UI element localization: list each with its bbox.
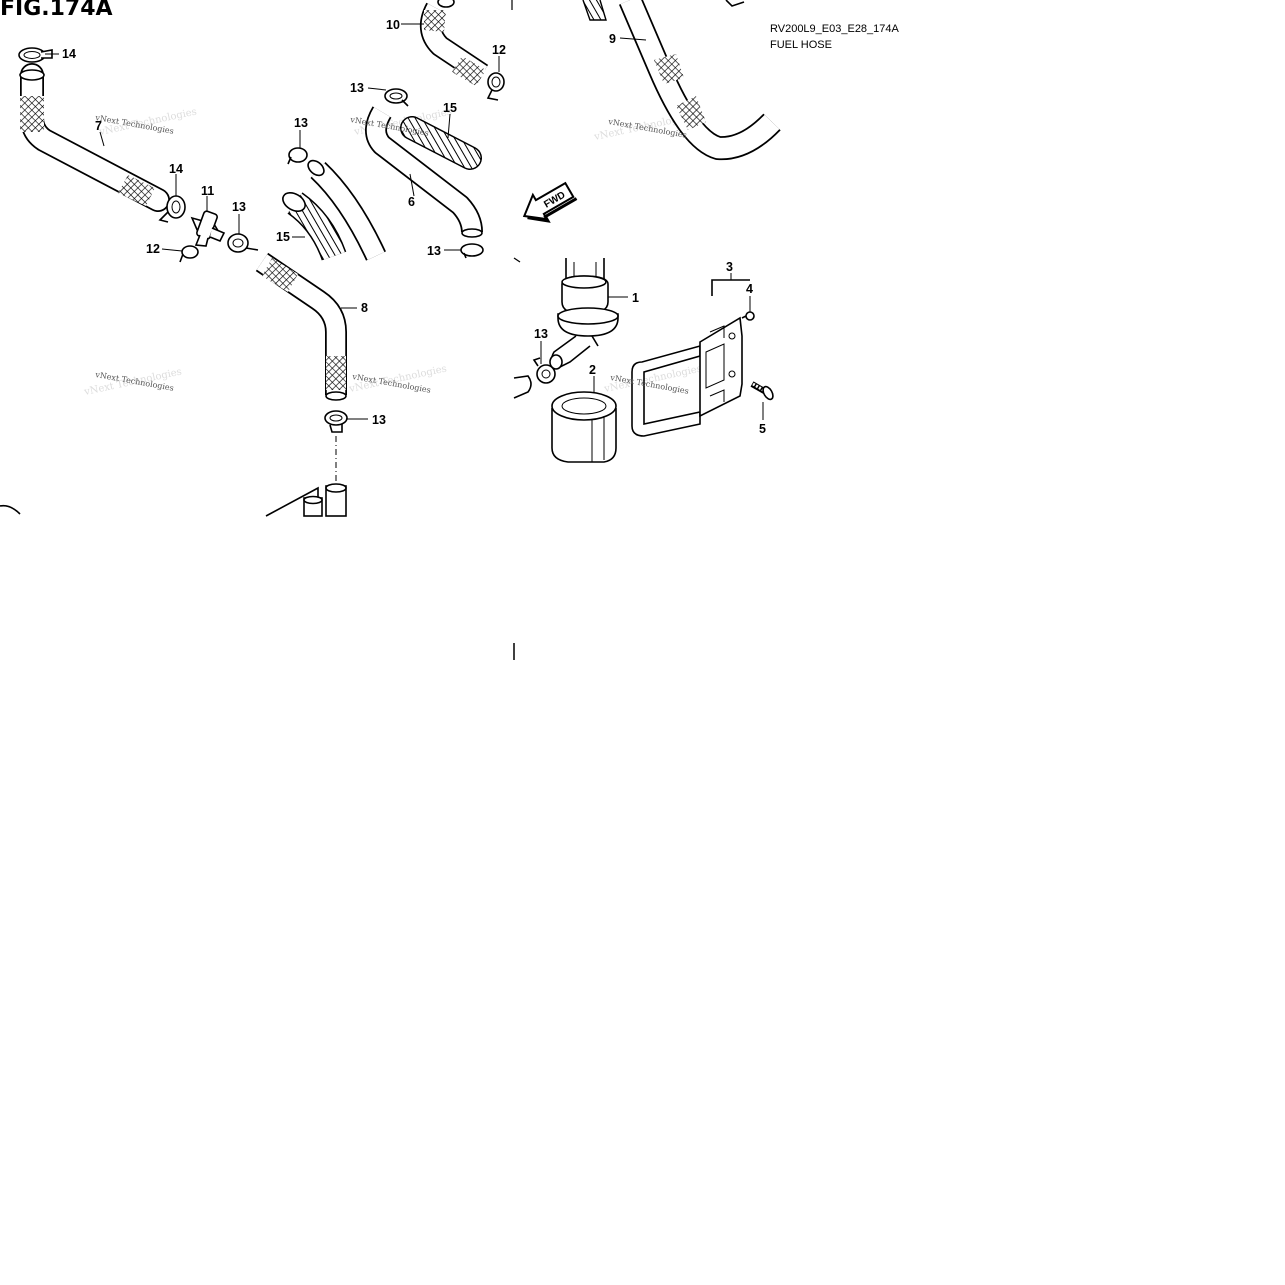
callout-14: 14 [169, 162, 183, 176]
clamp-13-left-upper [287, 147, 308, 165]
callout-14: 14 [62, 47, 76, 61]
hose-stub-filter [513, 375, 532, 399]
callout-13: 13 [350, 81, 364, 95]
callout-12: 12 [492, 43, 506, 57]
figure-name: FUEL HOSE [770, 39, 832, 51]
clamp-14-top [18, 47, 53, 63]
hose-9 [582, 0, 781, 161]
callout-6: 6 [408, 195, 415, 209]
forward-arrow: FWD [522, 181, 578, 223]
clamp-13-hose6-bottom [460, 243, 484, 259]
hose-15-right [400, 116, 482, 170]
joint-11 [190, 210, 226, 247]
callout-15: 15 [443, 101, 457, 115]
callout-3: 3 [726, 260, 733, 274]
clamp-13-hose6-top [384, 88, 409, 107]
callout-10: 10 [386, 18, 400, 32]
cushion-2 [551, 391, 617, 463]
callout-13: 13 [294, 116, 308, 130]
callout-8: 8 [361, 301, 368, 315]
clamp-12-left [179, 245, 199, 263]
bracket-3 [631, 316, 743, 437]
clamp-13-filter [532, 357, 556, 384]
callout-15: 15 [276, 230, 290, 244]
callout-7: 7 [95, 119, 102, 133]
bolt-4 [741, 311, 755, 321]
callout-13: 13 [372, 413, 386, 427]
screw-5 [750, 381, 774, 401]
callout-5: 5 [759, 422, 766, 436]
clamp-13-joint [227, 233, 259, 253]
figure-title: FIG.174A [0, 0, 113, 21]
callout-1: 1 [632, 291, 639, 305]
callout-13: 13 [427, 244, 441, 258]
callout-4: 4 [746, 282, 753, 296]
callout-2: 2 [589, 363, 596, 377]
bracket-3-indicator [711, 279, 750, 296]
callouts: 14 7 14 11 13 12 13 15 8 13 10 12 13 15 … [62, 18, 766, 436]
clamp-12-right [486, 72, 505, 101]
callout-13: 13 [232, 200, 246, 214]
leader-lines [45, 23, 764, 420]
hose-10 [419, 0, 489, 86]
clamp-13-hose8 [324, 410, 348, 433]
bottom-fitting [0, 483, 347, 517]
hose-15-left [282, 192, 347, 261]
hose-8 [255, 252, 347, 401]
callout-9: 9 [609, 32, 616, 46]
clamp-14-mid [158, 195, 186, 223]
hose-6 [307, 106, 483, 261]
callout-12: 12 [146, 242, 160, 256]
callout-13: 13 [534, 327, 548, 341]
hose-7 [19, 63, 170, 212]
figure-code: RV200L9_E03_E28_174A [770, 23, 899, 35]
fuel-filter-1 [549, 258, 619, 370]
callout-11: 11 [201, 184, 214, 198]
